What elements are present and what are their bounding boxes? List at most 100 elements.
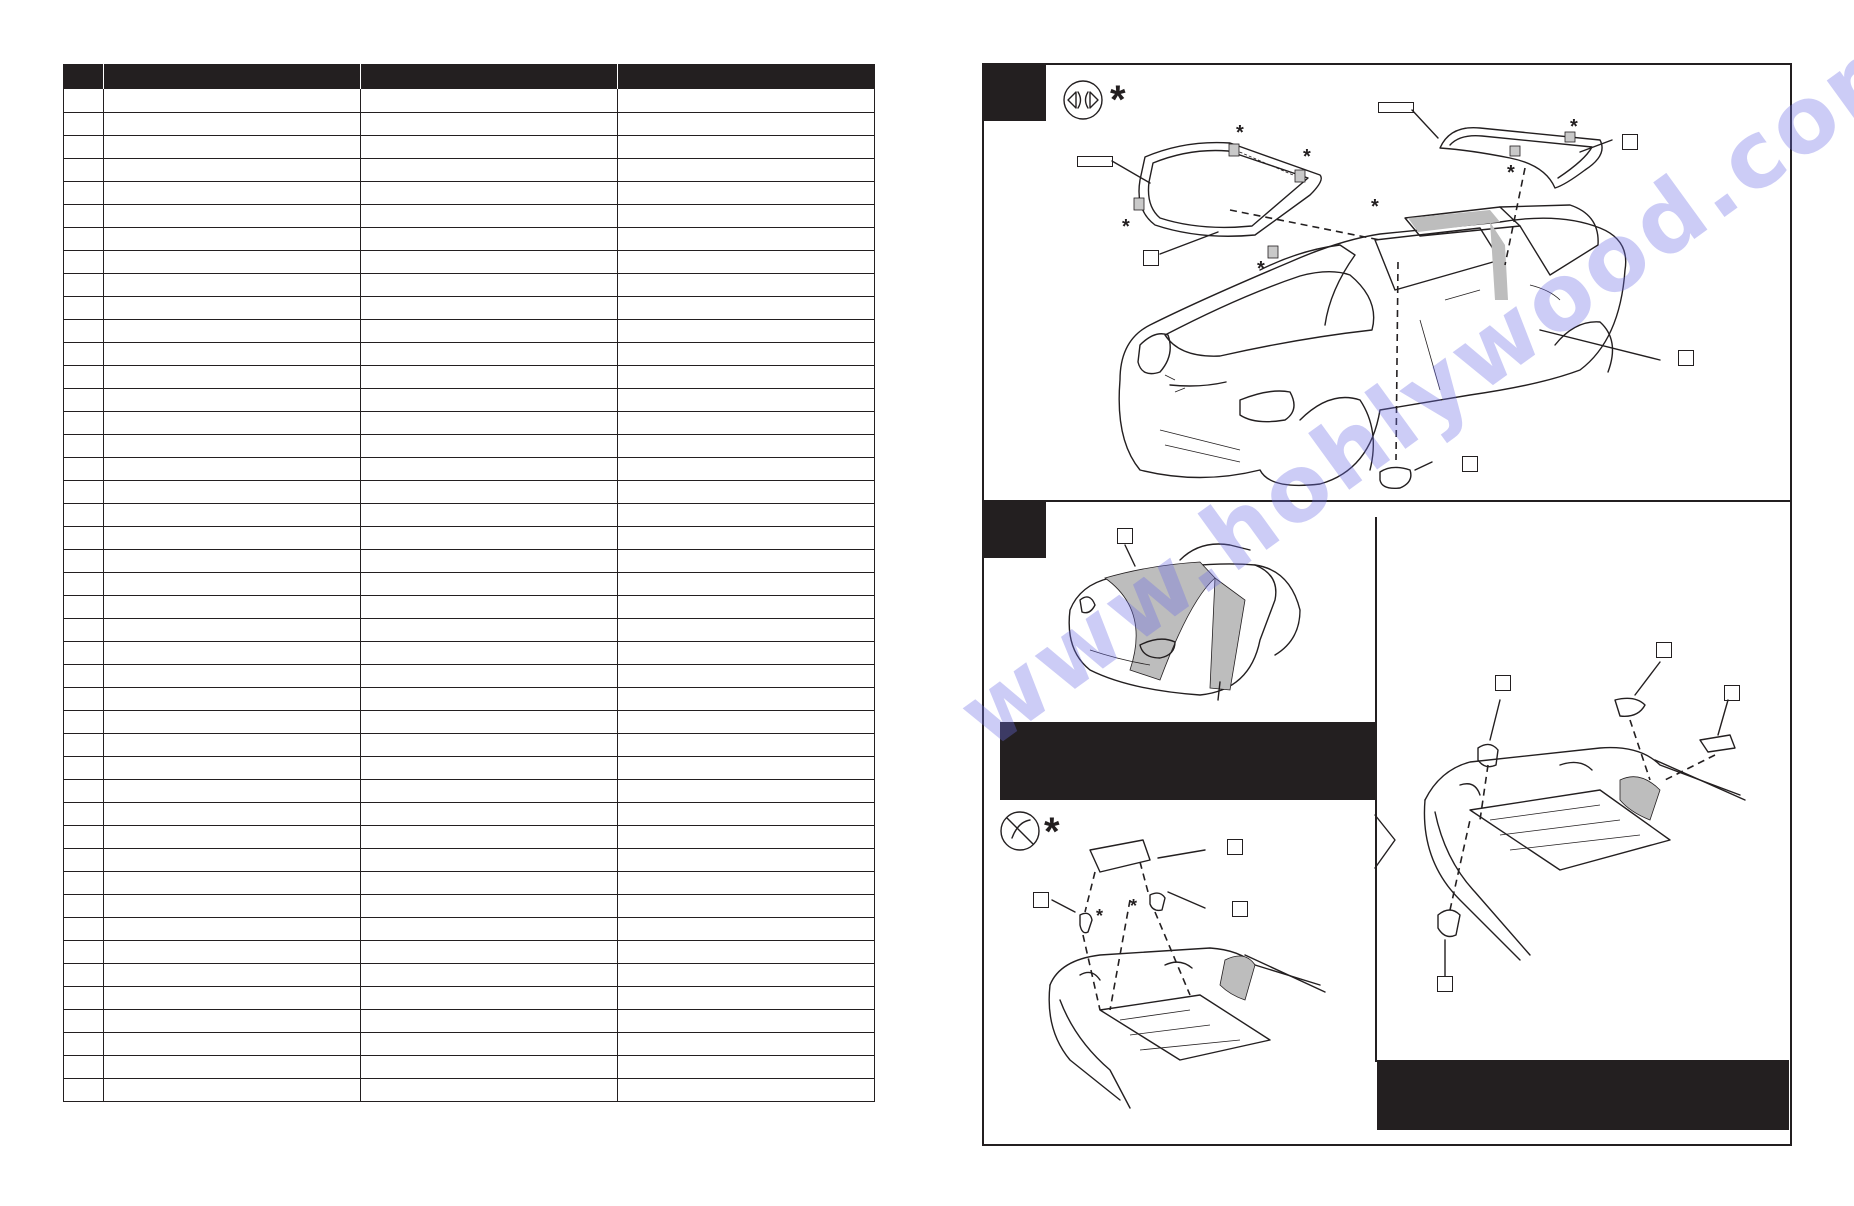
part-number-cell xyxy=(63,480,104,504)
table-row xyxy=(63,848,875,872)
part-description-cell xyxy=(617,894,875,918)
part-number-cell xyxy=(63,365,104,389)
part-description-cell xyxy=(360,503,618,527)
part-number-cell xyxy=(63,848,104,872)
table-row xyxy=(63,319,875,343)
part-description-cell xyxy=(360,296,618,320)
part-number-box xyxy=(1033,892,1049,908)
part-description-cell xyxy=(360,204,618,228)
part-description-cell xyxy=(360,687,618,711)
part-description-cell xyxy=(103,894,361,918)
table-row xyxy=(63,986,875,1010)
part-description-cell xyxy=(360,848,618,872)
part-description-cell xyxy=(617,549,875,573)
table-row xyxy=(63,365,875,389)
part-description-cell xyxy=(360,710,618,734)
part-description-cell xyxy=(617,89,875,113)
glue-asterisk: * xyxy=(1130,896,1138,916)
part-number-cell xyxy=(63,112,104,136)
part-number-cell xyxy=(63,756,104,780)
part-description-cell xyxy=(360,434,618,458)
part-number-box xyxy=(1462,456,1478,472)
part-description-cell xyxy=(103,135,361,159)
table-row xyxy=(63,227,875,251)
part-number-cell xyxy=(63,457,104,481)
both-sides-icon xyxy=(1063,80,1103,120)
part-description-cell xyxy=(103,227,361,251)
table-row xyxy=(63,342,875,366)
part-description-cell xyxy=(360,135,618,159)
glue-asterisk: * xyxy=(1371,196,1379,218)
table-row xyxy=(63,273,875,297)
step-divider-horizontal xyxy=(982,500,1792,502)
part-description-cell xyxy=(103,618,361,642)
part-description-cell xyxy=(617,733,875,757)
table-row xyxy=(63,388,875,412)
table-row xyxy=(63,1032,875,1056)
part-description-cell xyxy=(360,802,618,826)
part-description-cell xyxy=(617,1009,875,1033)
windshield-part xyxy=(1138,141,1322,237)
part-description-cell xyxy=(103,687,361,711)
part-description-cell xyxy=(360,595,618,619)
table-row xyxy=(63,687,875,711)
glue-asterisk: * xyxy=(1122,216,1130,238)
glue-asterisk: * xyxy=(1303,146,1311,168)
part-description-cell xyxy=(617,848,875,872)
table-row xyxy=(63,940,875,964)
part-number-cell xyxy=(63,687,104,711)
part-description-cell xyxy=(103,986,361,1010)
part-number-cell xyxy=(63,388,104,412)
part-number-cell xyxy=(63,342,104,366)
table-row xyxy=(63,1055,875,1079)
part-number-cell xyxy=(63,503,104,527)
part-description-cell xyxy=(360,1009,618,1033)
part-number-cell xyxy=(63,1032,104,1056)
part-description-cell xyxy=(617,112,875,136)
part-number-box xyxy=(1678,350,1694,366)
part-description-cell xyxy=(617,710,875,734)
part-number-cell xyxy=(63,227,104,251)
part-number-cell xyxy=(63,411,104,435)
part-description-cell xyxy=(617,204,875,228)
table-row xyxy=(63,480,875,504)
part-description-cell xyxy=(360,825,618,849)
part-description-cell xyxy=(103,641,361,665)
part-description-cell xyxy=(360,894,618,918)
mirror-part xyxy=(1379,466,1412,490)
part-description-cell xyxy=(617,756,875,780)
part-description-cell xyxy=(103,595,361,619)
part-description-cell xyxy=(103,848,361,872)
no-glue-icon xyxy=(1000,811,1040,851)
table-row xyxy=(63,434,875,458)
step-1-tab xyxy=(982,63,1046,121)
part-description-cell xyxy=(360,917,618,941)
part-description-cell xyxy=(617,986,875,1010)
table-row xyxy=(63,779,875,803)
part-description-cell xyxy=(617,641,875,665)
instruction-note-bar-left xyxy=(1000,722,1376,800)
part-description-cell xyxy=(617,365,875,389)
part-description-cell xyxy=(617,411,875,435)
part-number-cell xyxy=(63,319,104,343)
parts-table-header-part xyxy=(103,64,361,89)
step-2-tab xyxy=(982,502,1046,558)
part-number-box xyxy=(1622,134,1638,150)
table-row xyxy=(63,181,875,205)
part-description-cell xyxy=(103,112,361,136)
part-description-cell xyxy=(103,1055,361,1079)
part-description-cell xyxy=(103,457,361,481)
part-description-cell xyxy=(617,917,875,941)
table-row xyxy=(63,204,875,228)
part-description-cell xyxy=(360,618,618,642)
part-number-cell xyxy=(63,273,104,297)
part-description-cell xyxy=(617,457,875,481)
table-row xyxy=(63,158,875,182)
part-description-cell xyxy=(360,756,618,780)
part-description-cell xyxy=(103,365,361,389)
part-number-cell xyxy=(63,894,104,918)
part-description-cell xyxy=(617,963,875,987)
part-number-box xyxy=(1117,528,1133,544)
glue-point xyxy=(1133,143,1306,259)
table-row xyxy=(63,112,875,136)
